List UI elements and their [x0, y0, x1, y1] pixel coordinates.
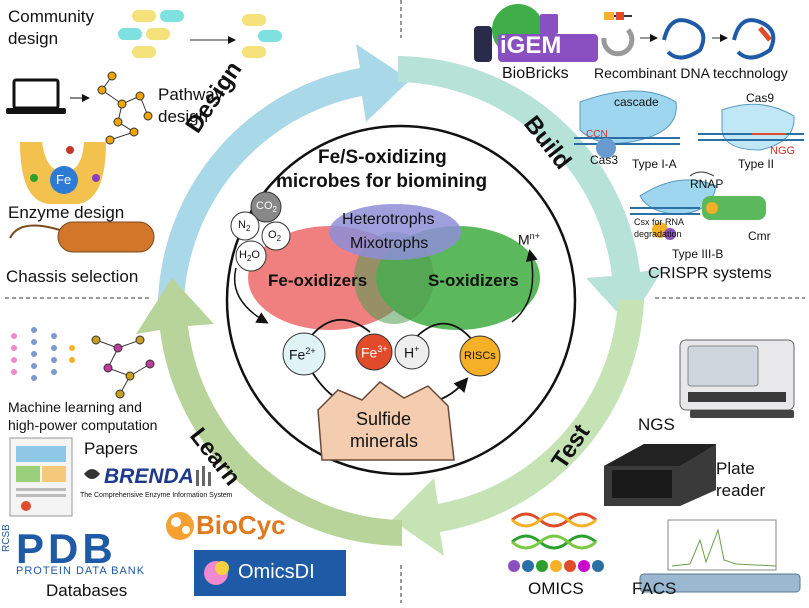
- biocyc-logo-text: BioCyc: [196, 510, 286, 540]
- fe3-label: Fe3+: [361, 344, 388, 361]
- type3b-label: Type III-B: [672, 247, 724, 261]
- ngs-sequencer-icon: [679, 339, 795, 418]
- pdb-subtitle: PROTEIN DATA BANK: [16, 565, 146, 577]
- sulfide-minerals: [317, 381, 455, 461]
- igem-logo-text: iGEM: [500, 32, 562, 59]
- ml-label-line2: high-power computation: [8, 417, 158, 433]
- crispr-type1a-icon: [574, 90, 680, 158]
- riscs-blob: [459, 335, 501, 377]
- cas3-label: Cas3: [590, 153, 619, 167]
- csx-label-line1: Csx for RNA: [634, 217, 685, 227]
- riscs-label: RISCs: [464, 350, 496, 362]
- type2-label: Type II: [738, 157, 775, 171]
- fe2-label: Fe2+: [289, 346, 316, 363]
- plate-reader-icon: [604, 444, 716, 506]
- omics-label: OMICS: [528, 579, 584, 598]
- pdb-logo-text: PDB: [16, 525, 117, 572]
- biobricks-label: BioBricks: [502, 65, 569, 82]
- ml-label-line1: Machine learning and: [8, 399, 142, 415]
- brenda-subtitle: The Comprehensive Enzyme Information Sys…: [80, 492, 233, 499]
- cascade-label: cascade: [614, 95, 659, 109]
- pathway-design-label-line2: design: [158, 107, 209, 126]
- design-arrow: [158, 44, 410, 300]
- enzyme-fe-label: Fe: [56, 172, 72, 187]
- test-arrow: [392, 300, 644, 556]
- papers-label: Papers: [84, 439, 138, 458]
- heterotrophs-oval: [329, 204, 461, 260]
- laptop-icon: [6, 78, 90, 114]
- facs-icon: [639, 519, 801, 593]
- rcsb-text: RCSB: [1, 524, 12, 552]
- gas-molecules: [230, 191, 291, 324]
- sulfide-label-line1: Sulfide: [356, 409, 412, 429]
- pathway-network-icon: [97, 71, 153, 145]
- ngs-label: NGS: [638, 415, 675, 434]
- n2-label: N2: [238, 219, 251, 234]
- pathway-design-label-line1: Pathway: [158, 85, 224, 104]
- brenda-logo-text: BRENDA: [104, 465, 194, 488]
- fe2-ion: [282, 332, 326, 376]
- neural-network-icon: [11, 327, 75, 381]
- ml-pathway-network-icon: [91, 335, 155, 399]
- databases-label: Databases: [46, 581, 128, 600]
- h-ion: [394, 334, 430, 370]
- s-oxidizers-label: S-oxidizers: [428, 271, 519, 290]
- community-design-icon: [118, 10, 282, 58]
- learn-arrow: [136, 278, 402, 546]
- chassis-selection-label: Chassis selection: [6, 267, 139, 286]
- cmr-label: Cmr: [748, 229, 771, 243]
- crispr-type2-icon: [698, 103, 804, 151]
- type1a-label: Type I-A: [632, 157, 677, 171]
- h2o-label: H2O: [239, 249, 260, 264]
- plate-reader-label-line1: Plate: [716, 459, 755, 478]
- chassis-cell-icon: [9, 221, 155, 253]
- mn-label: Mn+: [518, 231, 540, 248]
- fe-oxidizers-label: Fe-oxidizers: [268, 271, 368, 290]
- h-label: H+: [404, 344, 420, 361]
- igem-logo: [474, 4, 598, 62]
- ccn-label: CCN: [586, 129, 608, 140]
- cycle-arrows: [136, 44, 664, 556]
- center-title-line1: Fe/S-oxidizing: [318, 147, 447, 168]
- heterotrophs-label: Heterotrophs: [342, 211, 435, 228]
- community-design-label-line1: Community: [8, 7, 94, 26]
- papers-thumbnail: [9, 437, 73, 517]
- mn-arrow: [511, 249, 538, 323]
- co2-label: CO2: [256, 200, 277, 215]
- omicsdi-logo-mark-2: [215, 561, 229, 575]
- facs-label: FACS: [632, 579, 677, 598]
- ngg-label: NGG: [770, 145, 796, 157]
- brenda-logo-icon: [84, 466, 211, 486]
- mixotrophs-label: Mixotrophs: [350, 235, 429, 252]
- cas9-label: Cas9: [746, 91, 775, 105]
- o2-label: O2: [268, 229, 282, 244]
- sulfide-label-line2: minerals: [350, 431, 419, 451]
- enzyme-design-icon: [20, 142, 106, 204]
- biocyc-logo-icon: [166, 512, 194, 540]
- plate-reader-label-line2: reader: [716, 481, 766, 500]
- csx-label-line2: degradation: [634, 229, 682, 239]
- recombinant-dna-icon: [601, 12, 776, 60]
- recombinant-dna-label: Recombinant DNA tecchnology: [594, 65, 788, 81]
- omics-beads-icon: [508, 560, 604, 572]
- fe3-ion: [355, 333, 393, 371]
- omicsdi-logo-text: OmicsDI: [238, 561, 315, 583]
- crispr-systems-label: CRISPR systems: [648, 265, 772, 282]
- dividers: [5, 0, 805, 603]
- rnap-label: RNAP: [690, 177, 724, 191]
- omics-waves-icon: [511, 512, 597, 550]
- enzyme-design-label: Enzyme design: [8, 203, 125, 222]
- center-title-line2: microbes for biomining: [276, 171, 488, 192]
- build-arrow: [398, 56, 664, 324]
- crispr-type3b-icon: [630, 171, 766, 240]
- community-design-label-line2: design: [8, 29, 59, 48]
